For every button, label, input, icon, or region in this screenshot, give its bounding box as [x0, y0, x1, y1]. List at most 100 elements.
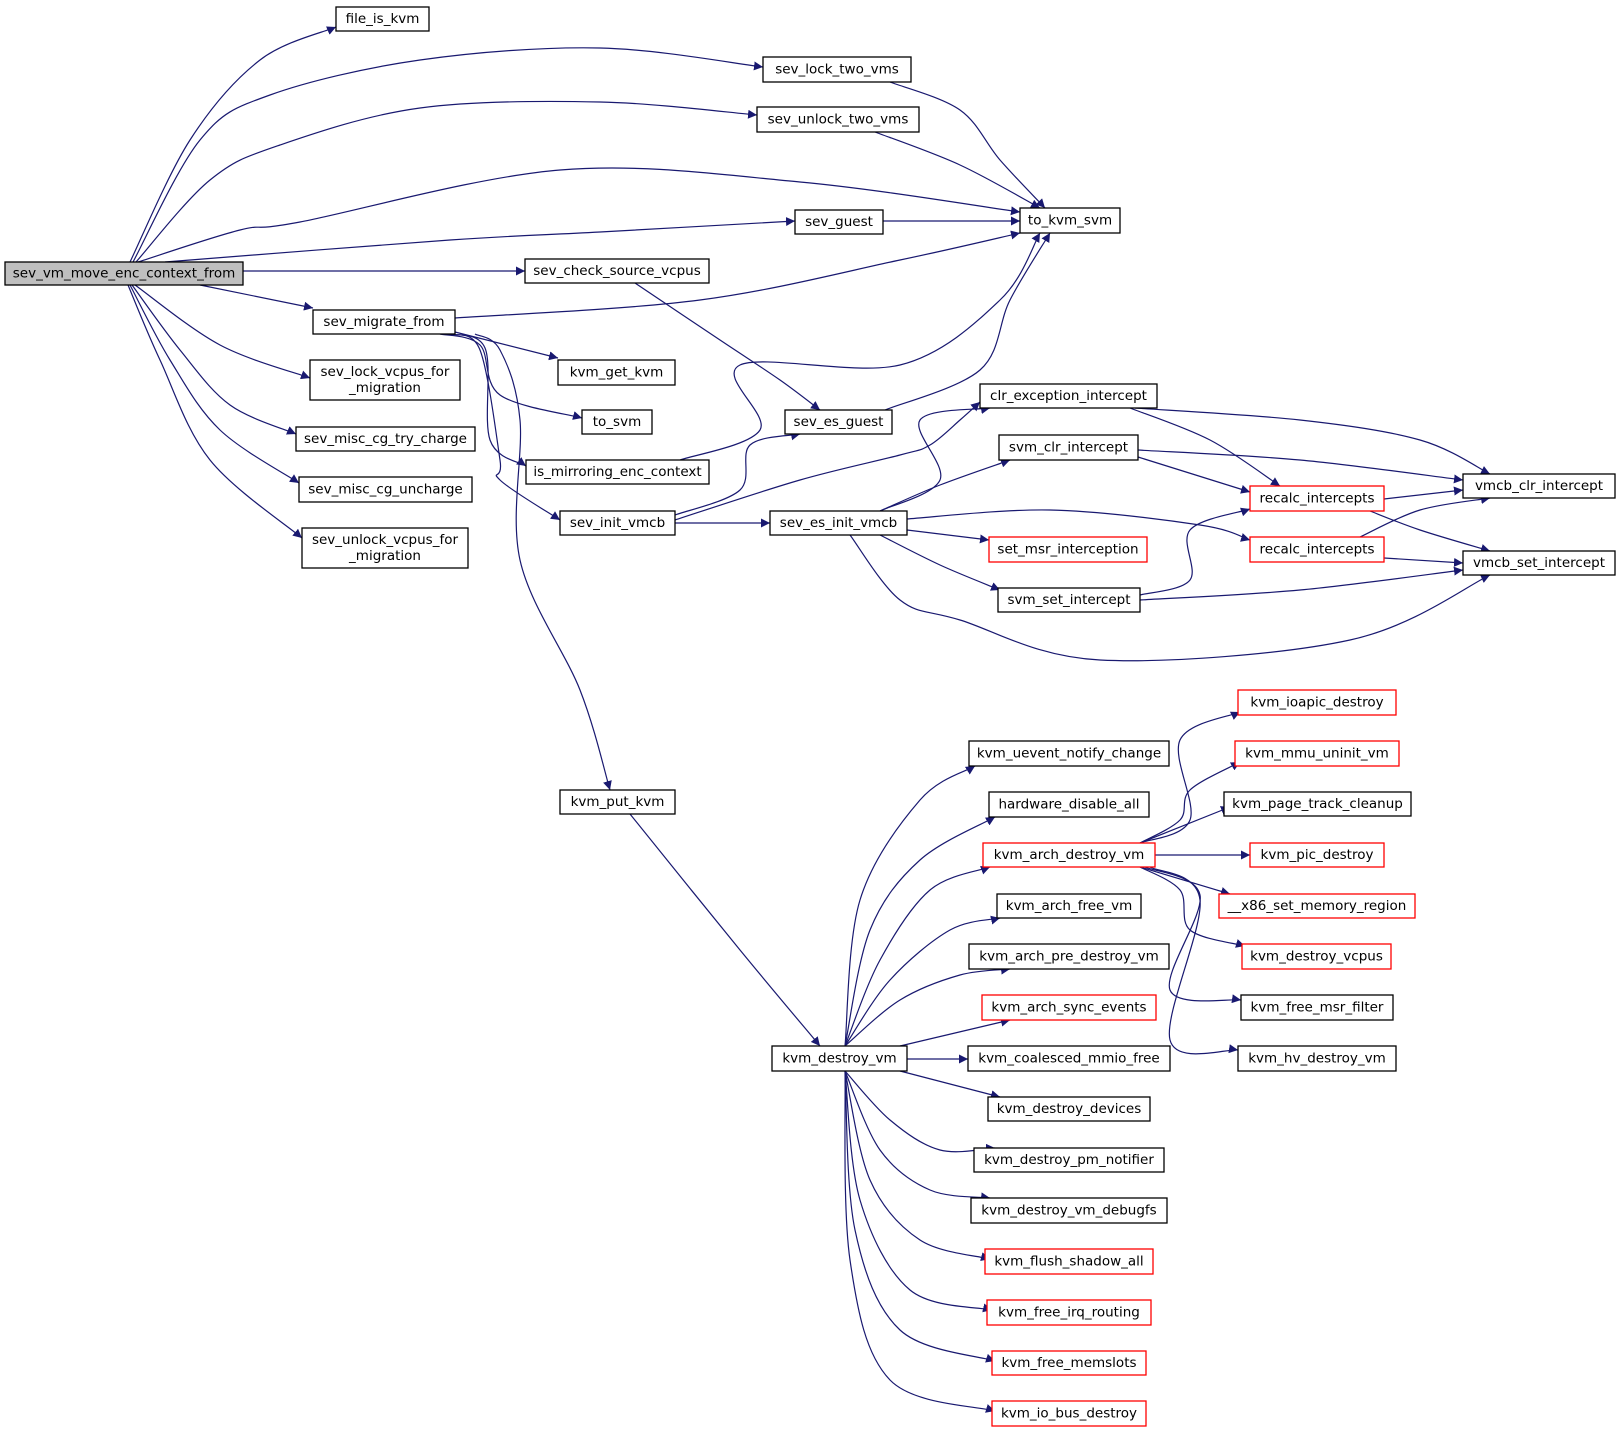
node-kvm-io-bus-destroy[interactable]: kvm_io_bus_destroy — [991, 1400, 1147, 1427]
node-kvm-free-memslots[interactable]: kvm_free_memslots — [991, 1350, 1147, 1376]
node-sev-check-source-vcpus[interactable]: sev_check_source_vcpus — [524, 258, 710, 284]
node-sev-misc-cg-try-charge[interactable]: sev_misc_cg_try_charge — [295, 426, 476, 452]
node-sev-lock-vcpus-for-migration[interactable]: sev_lock_vcpus_for_migration — [309, 359, 461, 401]
node-box — [973, 1147, 1165, 1173]
node-label: vmcb_set_intercept — [1473, 555, 1605, 571]
node-kvm-destroy-vm-debugfs[interactable]: kvm_destroy_vm_debugfs — [970, 1197, 1168, 1224]
edge-line — [879, 534, 1001, 591]
edge-kvm_destroy_vm-to-kvm_io_bus_destroy — [844, 1070, 996, 1413]
edge-line — [1139, 566, 1464, 601]
node-kvm-destroy-devices[interactable]: kvm_destroy_devices — [987, 1096, 1151, 1122]
node-kvm-destroy-pm-notifier[interactable]: kvm_destroy_pm_notifier — [973, 1147, 1165, 1173]
edge-line — [1139, 866, 1231, 896]
node-label: set_msr_interception — [997, 542, 1138, 558]
edge-line — [679, 232, 1041, 461]
edge-sev_migrate_from-to-to_svm — [439, 333, 583, 420]
edge-line — [849, 534, 1491, 662]
edge-root-to-sev_misc_cg_try_charge — [131, 284, 297, 435]
node-kvm-page-track-cleanup[interactable]: kvm_page_track_cleanup — [1223, 791, 1412, 817]
node-set-msr-interception[interactable]: set_msr_interception — [988, 536, 1148, 563]
node-kvm-arch-pre-destroy-vm[interactable]: kvm_arch_pre_destroy_vm — [968, 943, 1170, 970]
node-box — [967, 1045, 1171, 1072]
node-label: kvm_destroy_vm — [782, 1051, 896, 1067]
node-svm-set-intercept[interactable]: svm_set_intercept — [997, 587, 1141, 613]
node-sev-init-vmcb[interactable]: sev_init_vmcb — [559, 510, 676, 536]
node-sev-misc-cg-uncharge[interactable]: sev_misc_cg_uncharge — [298, 476, 473, 503]
node-kvm-destroy-vm[interactable]: kvm_destroy_vm — [771, 1045, 908, 1072]
node-label: _migration — [348, 548, 421, 564]
edge-line — [906, 509, 1251, 542]
node-box — [559, 510, 676, 536]
node-kvm-arch-sync-events[interactable]: kvm_arch_sync_events — [981, 994, 1157, 1021]
edge-kvm_arch_destroy_vm-to-kvm_page_track_cleanup — [1139, 806, 1231, 844]
edge-layer — [127, 26, 1491, 1413]
node-svm-clr-intercept[interactable]: svm_clr_intercept — [998, 434, 1139, 461]
node-label: kvm_put_kvm — [571, 794, 665, 810]
node-box — [4, 261, 244, 286]
node-recalc-intercepts-1[interactable]: recalc_intercepts — [1249, 485, 1385, 512]
node-sev-guest[interactable]: sev_guest — [794, 209, 884, 235]
node-sev-es-guest[interactable]: sev_es_guest — [784, 409, 893, 435]
node-kvm-coalesced-mmio-free[interactable]: kvm_coalesced_mmio_free — [967, 1045, 1171, 1072]
node-kvm-pic-destroy[interactable]: kvm_pic_destroy — [1249, 842, 1385, 868]
node-box — [988, 536, 1148, 563]
node-kvm-free-msr-filter[interactable]: kvm_free_msr_filter — [1240, 994, 1394, 1021]
edge-kvm_destroy_vm-to-kvm_uevent_notify_change — [844, 765, 976, 1047]
node-vmcb-clr-intercept[interactable]: vmcb_clr_intercept — [1462, 473, 1616, 499]
node-label: sev_misc_cg_uncharge — [308, 482, 462, 498]
node-label: sev_vm_move_enc_context_from — [13, 266, 236, 282]
node-vmcb-set-intercept[interactable]: vmcb_set_intercept — [1462, 550, 1616, 576]
edge-line — [1139, 507, 1251, 596]
node-box — [1223, 791, 1412, 817]
node-kvm-ioapic-destroy[interactable]: kvm_ioapic_destroy — [1237, 689, 1397, 716]
edge-root-to-sev_lock_two_vms — [132, 47, 764, 263]
edge-root-to-sev_guest — [164, 217, 796, 263]
node-recalc-intercepts-2[interactable]: recalc_intercepts — [1249, 536, 1385, 563]
node-box — [771, 1045, 908, 1072]
edge-line — [844, 865, 991, 1047]
node-box — [968, 943, 1170, 970]
edge-sev_es_init_vmcb-to-clr_exception_intercept — [879, 405, 991, 512]
node-kvm-arch-free-vm[interactable]: kvm_arch_free_vm — [996, 893, 1142, 919]
node-box — [301, 527, 469, 569]
node-root[interactable]: sev_vm_move_enc_context_from — [4, 261, 244, 286]
node-label: kvm_page_track_cleanup — [1232, 796, 1403, 812]
node-kvm-flush-shadow-all[interactable]: kvm_flush_shadow_all — [984, 1248, 1154, 1275]
node-sev-lock-two-vms[interactable]: sev_lock_two_vms — [762, 56, 912, 83]
edge-root-to-sev_unlock_vcpus_for_migration — [127, 284, 303, 539]
node-sev-unlock-vcpus-for-migration[interactable]: sev_unlock_vcpus_for_migration — [301, 527, 469, 569]
node-box — [1237, 689, 1397, 716]
node-label: kvm_free_irq_routing — [998, 1305, 1140, 1321]
node-kvm-put-kvm[interactable]: kvm_put_kvm — [559, 789, 676, 815]
node-file-is-kvm[interactable]: file_is_kvm — [335, 6, 430, 32]
node-kvm-destroy-vcpus[interactable]: kvm_destroy_vcpus — [1241, 943, 1392, 970]
node-box — [968, 740, 1170, 767]
edge-kvm_arch_destroy_vm-to-kvm_ioapic_destroy — [1139, 711, 1241, 844]
node-to-svm[interactable]: to_svm — [581, 409, 653, 435]
node-clr-exception-intercept[interactable]: clr_exception_intercept — [979, 383, 1158, 409]
node-hardware-disable-all[interactable]: hardware_disable_all — [988, 791, 1150, 818]
edge-line — [844, 765, 976, 1047]
node-sev-es-init-vmcb[interactable]: sev_es_init_vmcb — [769, 510, 908, 536]
node-kvm-arch-destroy-vm[interactable]: kvm_arch_destroy_vm — [982, 842, 1156, 868]
node-to-kvm-svm[interactable]: to_kvm_svm — [1019, 207, 1121, 234]
node-kvm-hv-destroy-vm[interactable]: kvm_hv_destroy_vm — [1237, 1045, 1397, 1072]
edge-line — [1139, 866, 1246, 948]
node-is-mirroring-enc-context[interactable]: is_mirroring_enc_context — [525, 459, 710, 485]
node-kvm-free-irq-routing[interactable]: kvm_free_irq_routing — [986, 1299, 1152, 1326]
node-label: svm_clr_intercept — [1009, 440, 1128, 456]
edge-kvm_arch_destroy_vm-to-kvm_hv_destroy_vm — [1149, 866, 1239, 1055]
node-kvm-uevent-notify-change[interactable]: kvm_uevent_notify_change — [968, 740, 1170, 767]
node-kvm-mmu-uninit-vm[interactable]: kvm_mmu_uninit_vm — [1234, 740, 1400, 767]
edge-line — [449, 333, 561, 521]
node-sev-unlock-two-vms[interactable]: sev_unlock_two_vms — [756, 106, 920, 133]
edge-recalc_intercepts_1-to-vmcb_set_intercept — [1369, 510, 1491, 553]
node-box — [1462, 473, 1616, 499]
edge-sev_migrate_from-to-sev_init_vmcb — [449, 333, 561, 521]
node-x86-set-memory-region[interactable]: __x86_set_memory_region — [1218, 893, 1416, 919]
node-kvm-get-kvm[interactable]: kvm_get_kvm — [557, 359, 676, 386]
node-label: svm_set_intercept — [1007, 592, 1130, 608]
node-layer: sev_vm_move_enc_context_from file_is_kvms… — [4, 6, 1616, 1427]
node-sev-migrate-from[interactable]: sev_migrate_from — [312, 309, 456, 335]
